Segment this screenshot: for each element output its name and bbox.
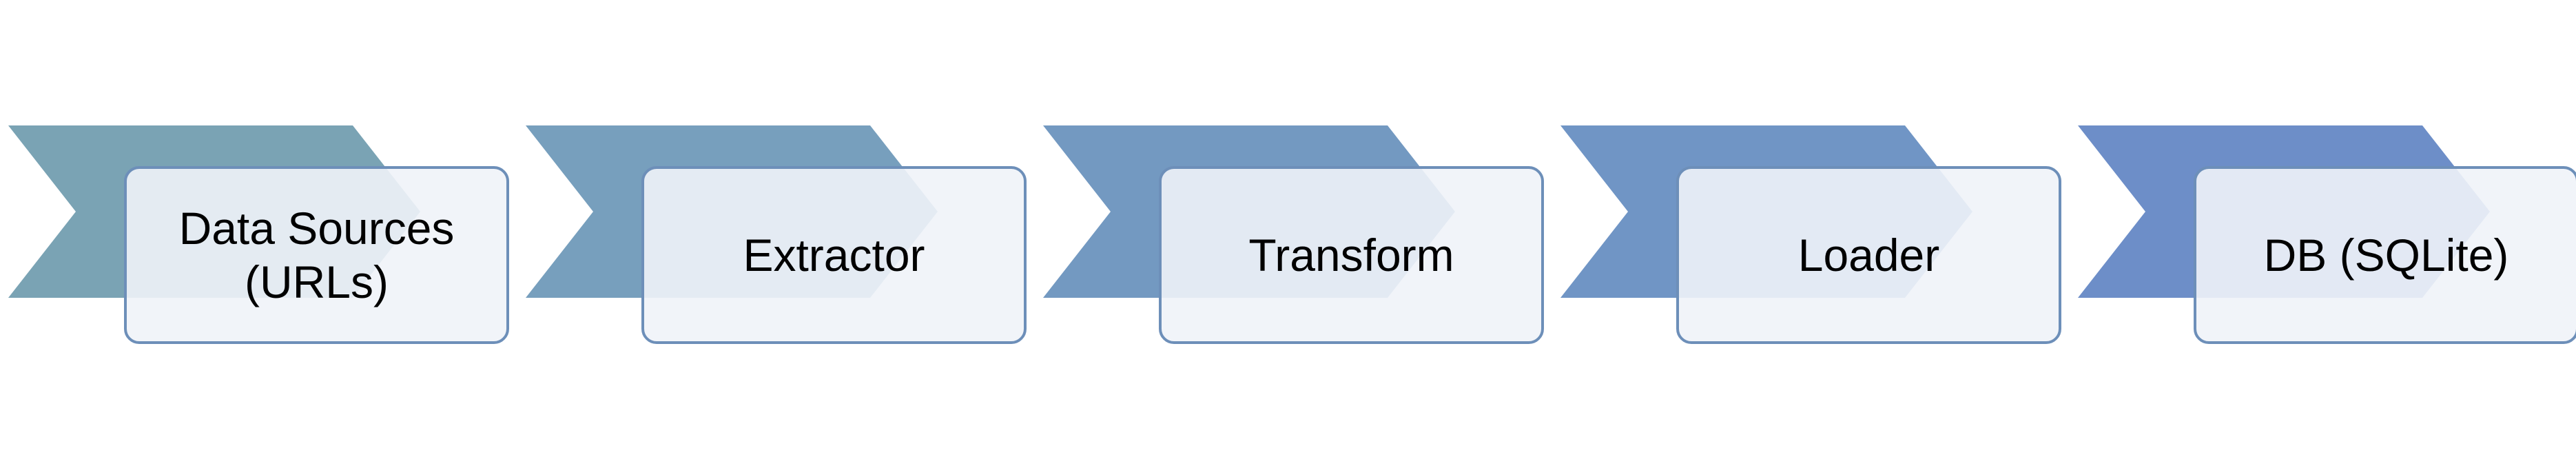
step-label-line: Loader (1798, 230, 1940, 281)
step-label: Extractor (743, 230, 925, 281)
step-box (1676, 166, 2061, 344)
step-box (124, 166, 509, 344)
step-label: Data Sources(URLs) (179, 203, 455, 307)
step-label: DB (SQLite) (2264, 230, 2509, 281)
box-layer: Data Sources(URLs) Extractor Transform Load… (124, 166, 2576, 344)
step-label-line: DB (SQLite) (2264, 230, 2509, 281)
step-label: Loader (1798, 230, 1940, 281)
step-label-line: Extractor (743, 230, 925, 281)
step-label-line: Data Sources (179, 203, 455, 254)
step-box (2194, 166, 2576, 344)
step-label-line: Transform (1248, 230, 1454, 281)
step-box (1159, 166, 1544, 344)
step-label-line: (URLs) (245, 256, 389, 307)
step-box (641, 166, 1027, 344)
step-label: Transform (1248, 230, 1454, 281)
